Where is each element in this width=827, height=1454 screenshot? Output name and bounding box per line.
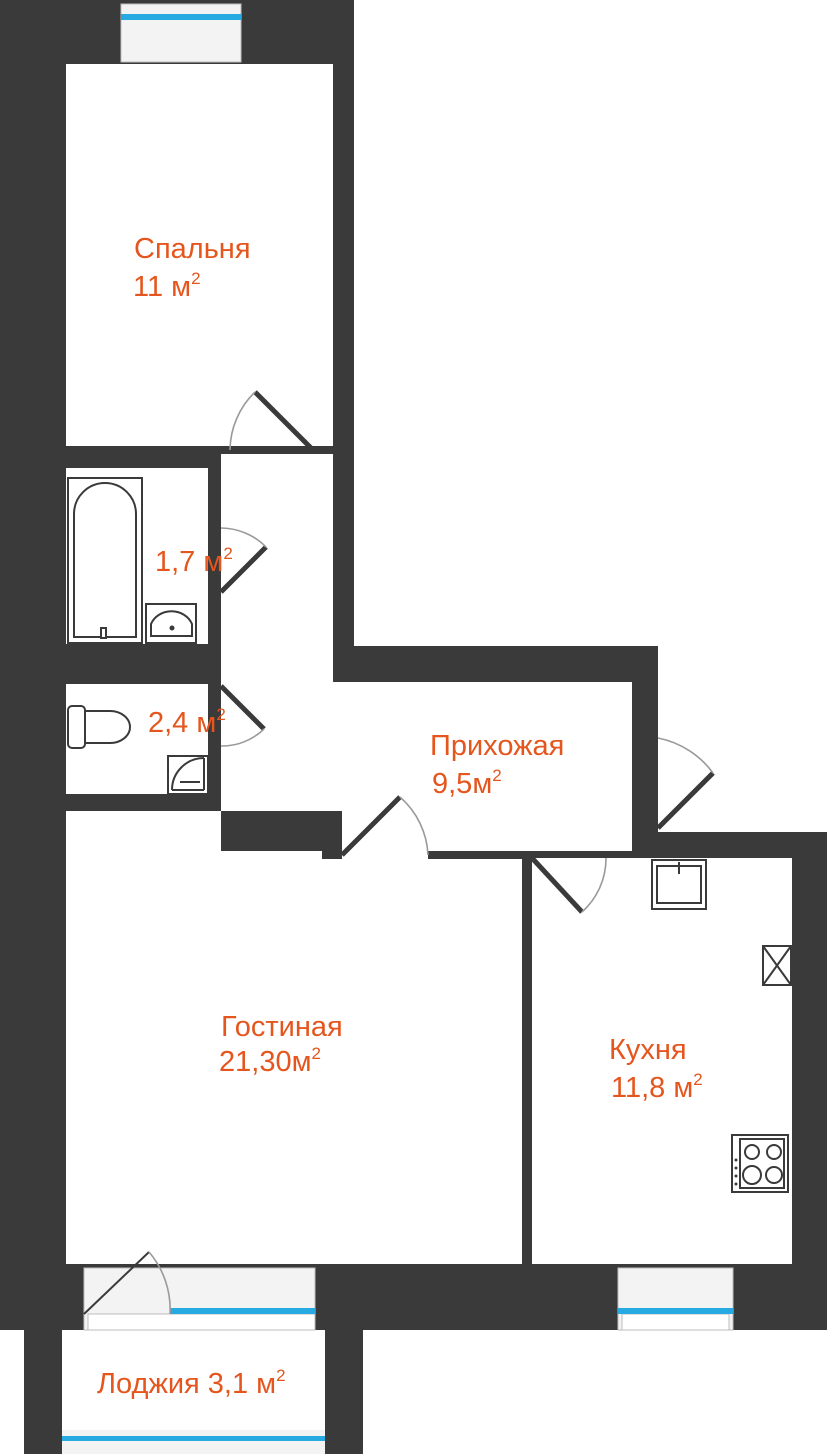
- living-name: Гостиная: [221, 1011, 343, 1043]
- door-bedroom: [229, 390, 315, 452]
- bedroom-jamb: [313, 446, 333, 454]
- entry-jamb-bottom: [632, 828, 658, 858]
- bathroom-area: 1,7 м2: [155, 544, 233, 578]
- door-kitchen: [530, 856, 607, 914]
- bath-wall-lower: [208, 592, 221, 684]
- loggia-wall-right: [325, 1330, 363, 1454]
- window-bedroom: [120, 3, 242, 63]
- toilet-icon: [67, 705, 131, 749]
- bathtub-icon: [67, 477, 143, 644]
- kitchen-name: Кухня: [609, 1034, 687, 1066]
- kitchen-area: 11,8 м2: [611, 1070, 703, 1104]
- stove-icon: [731, 1134, 789, 1193]
- bedroom-area: 11 м2: [133, 269, 201, 303]
- loggia-label: Лоджия 3,1 м2: [97, 1366, 286, 1400]
- living-kitchen-partition: [522, 851, 532, 1264]
- loggia-wall-left: [24, 1330, 62, 1454]
- outer-walls: [0, 0, 827, 1330]
- living-jamb-left: [322, 811, 342, 859]
- bedroom-name: Спальня: [134, 233, 251, 265]
- wc-wall-lower: [208, 742, 221, 811]
- living-jamb-right: [428, 851, 532, 859]
- room-labels: Спальня 11 м2 1,7 м2 2,4 м2 Прихожая 9,5…: [97, 233, 703, 1400]
- window-loggia: [62, 1430, 325, 1454]
- window-kitchen: [617, 1267, 734, 1331]
- window-living: [83, 1267, 316, 1331]
- wc-bottom-wall: [66, 794, 221, 811]
- fixtures: [67, 477, 792, 1193]
- door-entrance: [656, 737, 715, 830]
- entry-jamb-top: [632, 682, 658, 738]
- hallway-area: 9,5м2: [432, 766, 502, 800]
- toilet-area: 2,4 м2: [148, 705, 226, 739]
- living-area: 21,30м2: [219, 1044, 321, 1078]
- hallway-name: Прихожая: [430, 730, 564, 762]
- ventilation-icon: [762, 945, 792, 986]
- door-living: [340, 795, 429, 857]
- bath-wall-upper: [208, 446, 221, 528]
- kitchen-jamb: [606, 851, 632, 858]
- sink-icon: [145, 603, 197, 644]
- shower-icon: [167, 755, 209, 795]
- door-loggia: [83, 1251, 171, 1315]
- kitchen-sink-icon: [651, 859, 707, 910]
- door-toilet: [219, 684, 266, 747]
- doors: [83, 390, 715, 1315]
- door-bathroom: [219, 527, 268, 594]
